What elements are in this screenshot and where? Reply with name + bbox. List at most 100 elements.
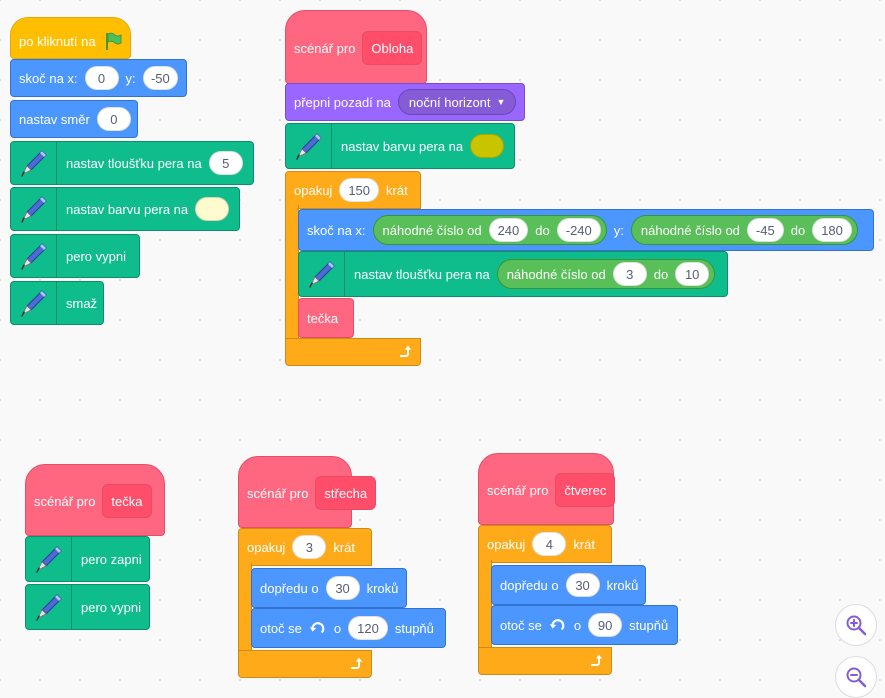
random-label: náhodné číslo od: [640, 222, 740, 238]
direction-input[interactable]: 0: [96, 107, 131, 131]
repeat-arm: [238, 563, 252, 653]
call-tecka-block[interactable]: tečka: [298, 298, 354, 338]
move-steps-block[interactable]: dopředu o 30 kroků: [251, 568, 407, 608]
zoom-out-button[interactable]: [835, 656, 877, 698]
repeat-suffix: krát: [333, 539, 355, 555]
random-x-from[interactable]: 240: [488, 218, 529, 242]
pen-icon: [26, 537, 72, 581]
backdrop-label: přepni pozadí na: [294, 94, 391, 110]
random-size-reporter[interactable]: náhodné číslo od 3 do 10: [496, 259, 716, 289]
pen-down-label: pero zapni: [81, 551, 142, 567]
define-name: čtverec: [555, 473, 616, 507]
random-to-label: do: [790, 222, 806, 238]
pen-color-label: nastav barvu pera na: [341, 138, 464, 154]
repeat-arm: [285, 205, 299, 341]
pen-icon: [11, 188, 57, 230]
pen-color-swatch[interactable]: [195, 197, 230, 221]
turn-right-block[interactable]: otoč se o 90 stupňů: [491, 605, 678, 645]
repeat-count-input[interactable]: 4: [532, 532, 567, 556]
goto-xy-block[interactable]: skoč na x: náhodné číslo od 240 do -240 …: [298, 209, 874, 251]
pen-icon: [11, 142, 57, 184]
repeat-end: [238, 650, 372, 678]
repeat-label: opakuj: [247, 539, 286, 555]
random-label: náhodné číslo od: [506, 266, 606, 282]
random-size-from[interactable]: 3: [612, 262, 647, 286]
call-label: tečka: [307, 310, 339, 326]
move-steps-input[interactable]: 30: [325, 576, 360, 600]
backdrop-dropdown[interactable]: noční horizont ▼: [397, 89, 517, 115]
pen-up-block[interactable]: pero vypni: [10, 234, 140, 278]
when-flag-label: po kliknutí na: [19, 33, 96, 49]
pen-size-input[interactable]: 5: [208, 151, 243, 175]
move-steps-input[interactable]: 30: [565, 573, 600, 597]
define-block-tecka[interactable]: scénář pro tečka: [25, 464, 165, 536]
repeat-label: opakuj: [487, 536, 526, 552]
switch-backdrop-block[interactable]: přepni pozadí na noční horizont ▼: [285, 83, 525, 121]
move-label: dopředu o: [260, 580, 319, 596]
pen-down-block[interactable]: pero zapni: [25, 536, 150, 582]
random-y-to[interactable]: 180: [812, 218, 852, 242]
define-name: střecha: [315, 476, 377, 510]
turn-right-block[interactable]: otoč se o 120 stupňů: [251, 608, 446, 648]
random-y-reporter[interactable]: náhodné číslo od -45 do 180: [630, 215, 858, 245]
turn-degrees-input[interactable]: 120: [348, 616, 388, 640]
turn-label: otoč se: [260, 620, 302, 636]
random-size-to[interactable]: 10: [675, 262, 710, 286]
clear-block[interactable]: smaž: [10, 281, 104, 325]
pen-icon: [11, 282, 57, 324]
repeat-block[interactable]: opakuj 3 krát: [238, 528, 372, 566]
clear-label: smaž: [66, 295, 98, 311]
set-pen-size-block[interactable]: nastav tloušťku pera na 5: [10, 141, 254, 185]
random-to-label: do: [535, 222, 550, 238]
pen-up-label: pero vypni: [81, 599, 141, 615]
goto-y-label: y:: [125, 70, 136, 86]
random-to-label: do: [653, 266, 669, 282]
dropdown-caret-icon: ▼: [496, 97, 506, 107]
repeat-count-input[interactable]: 3: [292, 535, 327, 559]
goto-x-input[interactable]: 0: [84, 66, 119, 90]
pen-size-label: nastav tloušťku pera na: [66, 155, 202, 171]
define-block-strecha[interactable]: scénář pro střecha: [238, 456, 377, 528]
turn-mid-label: o: [333, 620, 342, 636]
random-y-from[interactable]: -45: [746, 218, 784, 242]
pen-color-swatch[interactable]: [470, 134, 505, 158]
set-pen-size-block[interactable]: nastav tloušťku pera na náhodné číslo od…: [298, 251, 728, 297]
turn-degrees-input[interactable]: 90: [588, 613, 623, 637]
move-steps-block[interactable]: dopředu o 30 kroků: [491, 565, 646, 605]
pen-up-block[interactable]: pero vypni: [25, 584, 150, 630]
move-suffix: kroků: [606, 577, 639, 593]
set-pen-color-block[interactable]: nastav barvu pera na: [285, 123, 515, 169]
move-suffix: kroků: [366, 580, 399, 596]
goto-label: skoč na x:: [19, 70, 78, 86]
loop-arrow-icon: [587, 653, 603, 669]
green-flag-icon: [103, 31, 123, 51]
move-label: dopředu o: [500, 577, 559, 593]
goto-xy-block[interactable]: skoč na x: 0 y: -50: [10, 59, 187, 97]
repeat-block[interactable]: opakuj 150 krát: [285, 171, 421, 209]
loop-arrow-icon: [396, 344, 412, 360]
turn-mid-label: o: [573, 617, 582, 633]
random-x-to[interactable]: -240: [556, 218, 601, 242]
repeat-block[interactable]: opakuj 4 krát: [478, 525, 612, 563]
turn-right-icon: [549, 616, 567, 634]
zoom-out-icon: [845, 666, 867, 688]
define-block-ctverec[interactable]: scénář pro čtverec: [478, 453, 616, 525]
backdrop-value: noční horizont: [408, 94, 491, 110]
goto-y-input[interactable]: -50: [142, 66, 178, 90]
define-label: scénář pro: [34, 493, 96, 509]
loop-arrow-icon: [347, 656, 363, 672]
define-label: scénář pro: [247, 485, 309, 501]
define-block-obloha[interactable]: scénář pro Obloha: [285, 10, 427, 84]
direction-label: nastav směr: [19, 111, 90, 127]
random-label: náhodné číslo od: [382, 222, 482, 238]
set-direction-block[interactable]: nastav směr 0: [10, 100, 138, 138]
set-pen-color-block[interactable]: nastav barvu pera na: [10, 187, 240, 231]
pen-up-label: pero vypni: [66, 248, 126, 264]
turn-suffix: stupňů: [394, 620, 434, 636]
zoom-in-button[interactable]: [835, 604, 877, 646]
turn-suffix: stupňů: [629, 617, 669, 633]
random-x-reporter[interactable]: náhodné číslo od 240 do -240: [372, 215, 607, 245]
repeat-end: [478, 647, 612, 675]
when-flag-clicked-block[interactable]: po kliknutí na: [10, 17, 131, 59]
repeat-count-input[interactable]: 150: [339, 178, 380, 202]
